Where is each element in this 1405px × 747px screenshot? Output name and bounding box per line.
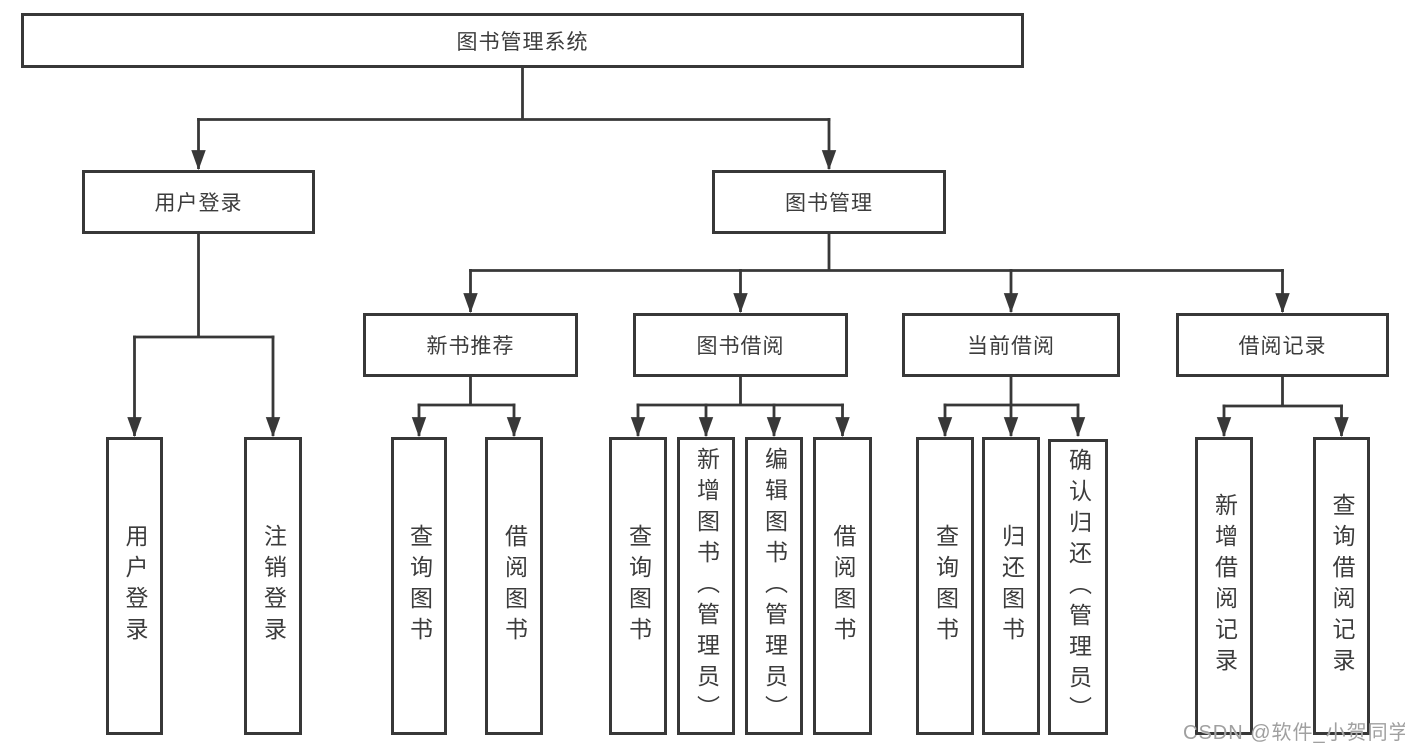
leaf-add-borrow-record: 新增借阅记录 (1195, 437, 1253, 735)
leaf-confirm-return-admin: 确认归还（管理员） (1048, 439, 1108, 735)
node-label: 用户登录 (154, 192, 243, 215)
leaf-query-books-current: 查询图书 (916, 437, 974, 735)
node-label: 图书管理 (785, 192, 873, 215)
node-book-management: 图书管理 (712, 170, 946, 234)
leaf-query-borrow-record: 查询借阅记录 (1313, 437, 1370, 735)
leaf-edit-books-admin: 编辑图书（管理员） (745, 437, 803, 735)
leaf-return-books: 归还图书 (982, 437, 1040, 735)
leaf-query-books-recommend: 查询图书 (391, 437, 447, 735)
node-label: 查询图书 (932, 524, 959, 648)
node-label: 查询图书 (625, 524, 652, 648)
node-label: 用户登录 (122, 524, 148, 648)
leaf-query-books-borrowing: 查询图书 (609, 437, 667, 735)
node-label: 借阅图书 (830, 524, 856, 648)
node-user-login: 用户登录 (82, 170, 315, 234)
leaf-borrow-books-recommend: 借阅图书 (485, 437, 543, 735)
leaf-add-books-admin: 新增图书（管理员） (677, 437, 735, 735)
leaf-borrow-books-borrowing: 借阅图书 (813, 437, 872, 735)
node-library-system: 图书管理系统 (21, 13, 1024, 68)
node-book-borrowing: 图书借阅 (633, 313, 848, 377)
node-current-borrowing: 当前借阅 (902, 313, 1120, 377)
node-label: 注销登录 (260, 524, 287, 648)
leaf-logout: 注销登录 (244, 437, 302, 735)
leaf-user-login: 用户登录 (106, 437, 163, 735)
node-label: 图书管理系统 (456, 30, 589, 54)
watermark: CSDN @软件_小贺同学 (1183, 722, 1405, 744)
node-label: 图书借阅 (696, 335, 785, 358)
node-label: 新增图书（管理员） (693, 446, 720, 726)
node-label: 借阅记录 (1238, 335, 1327, 358)
node-new-book-recommend: 新书推荐 (363, 313, 578, 377)
node-label: 确认归还（管理员） (1065, 447, 1092, 727)
node-label: 借阅图书 (501, 524, 528, 648)
node-label: 新书推荐 (426, 335, 515, 358)
node-label: 查询图书 (406, 524, 433, 648)
node-label: 编辑图书（管理员） (761, 446, 788, 726)
node-label: 查询借阅记录 (1329, 493, 1355, 679)
node-borrowing-records: 借阅记录 (1176, 313, 1389, 377)
node-label: 新增借阅记录 (1211, 493, 1238, 679)
node-label: 当前借阅 (967, 335, 1055, 358)
node-label: 归还图书 (998, 524, 1025, 648)
